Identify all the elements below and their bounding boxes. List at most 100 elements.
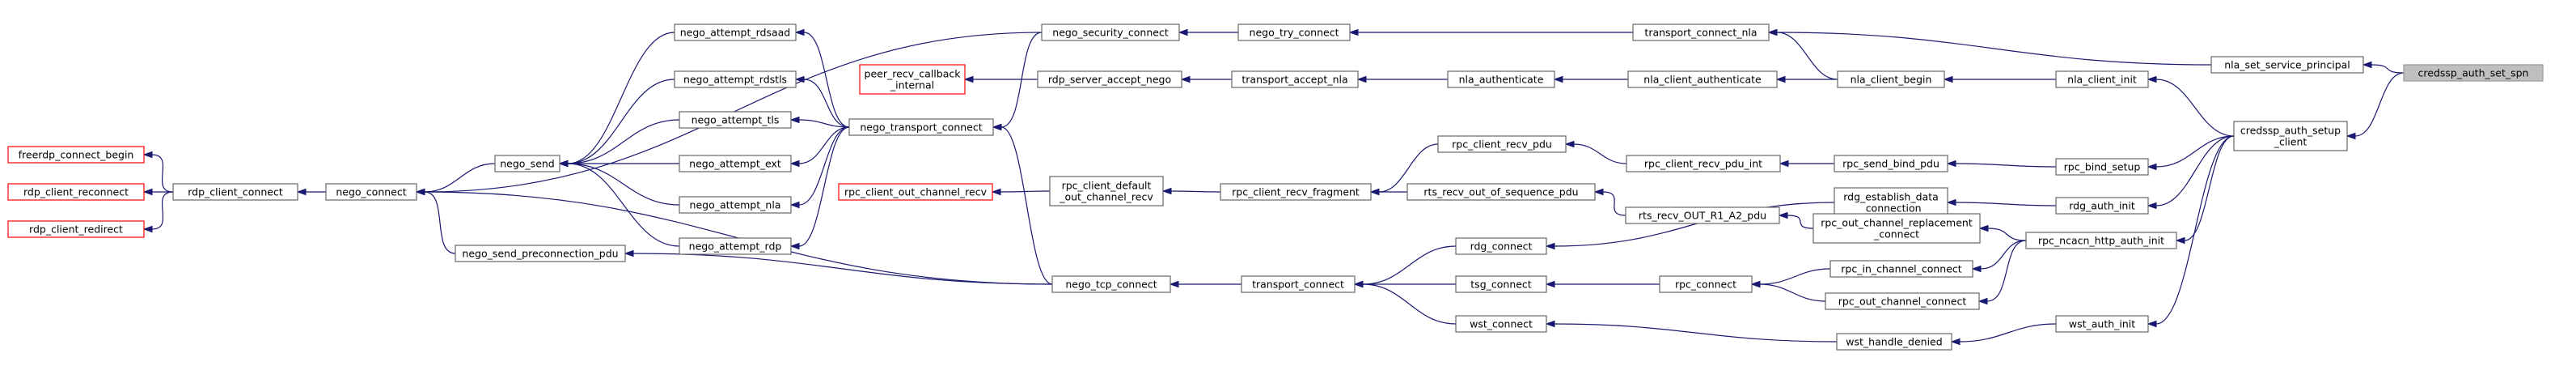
edge-rpc_send_bind_pdu-to-rpc_client_recv_pdu_int <box>1779 160 1834 168</box>
node-rpc-client-recv-pdu-int[interactable]: rpc_client_recv_pdu_int <box>1626 155 1781 172</box>
node-freerdp-connect-begin[interactable]: freerdp_connect_begin <box>7 146 145 164</box>
edge-line <box>1959 323 2057 343</box>
node-label: nla_client_begin <box>1851 74 1932 86</box>
edge-arrowhead <box>1545 242 1555 250</box>
node-rpc-in-channel-connect[interactable]: rpc_in_channel_connect <box>1829 260 1973 278</box>
node-rpc-out-channel-connect[interactable]: rpc_out_channel_connect <box>1825 292 1980 310</box>
node-label: rpc_out_channel_connect <box>1838 296 1967 308</box>
node-box <box>1829 260 1973 278</box>
node-tsg-connect[interactable]: tsg_connect <box>1455 275 1547 293</box>
node-box <box>859 64 966 95</box>
node-rpc-send-bind-pdu[interactable]: rpc_send_bind_pdu <box>1834 155 1948 172</box>
edge-rdp_server_accept_nego-to-peer_recv_callback_internal <box>963 75 1038 83</box>
node-box <box>1051 275 1171 293</box>
edge-line <box>798 126 850 164</box>
node-peer-recv-callback-internal[interactable]: peer_recv_callback_internal <box>859 64 966 95</box>
node-nego-connect[interactable]: nego_connect <box>325 183 417 201</box>
node-label: nego_security_connect <box>1052 27 1169 39</box>
edge-arrowhead <box>142 188 153 196</box>
node-nla-authenticate[interactable]: nla_authenticate <box>1447 70 1555 88</box>
edge-arrowhead <box>1545 320 1555 328</box>
node-box <box>679 196 792 214</box>
node-rpc-connect[interactable]: rpc_connect <box>1659 275 1753 293</box>
node-box <box>1825 292 1980 310</box>
edge-rts_recv_OUT_R1_A2_pdu-to-rts_recv_out_of_sequence_pdu <box>1593 188 1626 216</box>
node-label: rpc_bind_setup <box>2064 161 2141 173</box>
node-nego-transport-connect[interactable]: nego_transport_connect <box>848 118 994 136</box>
node-label: rpc_client_out_channel_recv <box>844 186 988 198</box>
node-label: wst_auth_init <box>2069 318 2135 330</box>
edge-arrowhead <box>296 188 307 196</box>
node-nego-attempt-rdstls[interactable]: nego_attempt_rdstls <box>674 70 797 88</box>
node-box <box>2025 232 2177 249</box>
node-rts-recv-out-of-sequence-pdu[interactable]: rts_recv_out_of_sequence_pdu <box>1406 183 1596 201</box>
edge-rpc_client_recv_fragment-to-rpc_client_default_out_channel_recv <box>1161 187 1221 195</box>
edge-line <box>2155 135 2235 325</box>
node-label: rpc_out_channel_replacement <box>1821 217 1973 229</box>
node-rpc-client-recv-fragment[interactable]: rpc_client_recv_fragment <box>1220 183 1372 201</box>
node-box <box>1220 183 1372 201</box>
edge-line <box>798 126 850 247</box>
node-rts-recv-OUT-R1-A2-pdu[interactable]: rts_recv_OUT_R1_A2_pdu <box>1625 206 1780 224</box>
node-nego-attempt-ext[interactable]: nego_attempt_ext <box>679 155 792 172</box>
node-transport-connect[interactable]: transport_connect <box>1241 275 1356 293</box>
edge-arrowhead <box>1369 188 1380 196</box>
node-credssp-auth-set-spn: credssp_auth_set_spn <box>2403 64 2544 82</box>
node-box <box>1037 70 1182 88</box>
node-nla-client-begin[interactable]: nla_client_begin <box>1837 70 1945 88</box>
node-rdg-establish-data-connection[interactable]: rdg_establish_data_connection <box>1834 187 1948 218</box>
node-nla-client-init[interactable]: nla_client_init <box>2055 70 2149 88</box>
node-nego-try-connect[interactable]: nego_try_connect <box>1237 23 1351 41</box>
node-rdp-client-redirect[interactable]: rdp_client_redirect <box>7 220 145 238</box>
node-credssp-auth-setup-client[interactable]: credssp_auth_setup_client <box>2233 121 2348 151</box>
node-transport-accept-nla[interactable]: transport_accept_nla <box>1231 70 1359 88</box>
node-nla-client-authenticate[interactable]: nla_client_authenticate <box>1627 70 1778 88</box>
node-label: nego_attempt_ext <box>689 158 781 170</box>
node-label: tsg_connect <box>1470 279 1532 291</box>
node-transport-connect-nla[interactable]: transport_connect_nla <box>1632 23 1770 41</box>
edge-arrowhead <box>415 188 425 196</box>
node-nego-security-connect[interactable]: nego_security_connect <box>1041 23 1180 41</box>
node-rdp-client-connect[interactable]: rdp_client_connect <box>172 183 298 201</box>
edge-transport_connect-to-nego_tcp_connect <box>1169 280 1242 288</box>
edge-rdg_establish_data_connection-to-rdg_connect <box>1545 202 1835 250</box>
node-rpc-client-recv-pdu[interactable]: rpc_client_recv_pdu <box>1437 135 1567 153</box>
node-nego-attempt-rdp[interactable]: nego_attempt_rdp <box>679 237 792 255</box>
node-nego-attempt-tls[interactable]: nego_attempt_tls <box>679 111 792 129</box>
node-nego-send[interactable]: nego_send <box>494 155 560 172</box>
edge-line <box>151 191 174 230</box>
edge-arrowhead <box>2147 163 2157 171</box>
node-rdp-client-reconnect[interactable]: rdp_client_reconnect <box>7 183 145 201</box>
node-rpc-out-channel-replacement-connect[interactable]: rpc_out_channel_replacement_connect <box>1813 213 1981 244</box>
edge-credssp_auth_set_spn-to-nla_set_service_principal <box>2362 61 2405 74</box>
node-rdg-auth-init[interactable]: rdg_auth_init <box>2055 197 2149 215</box>
node-box <box>1237 23 1351 41</box>
edge-arrowhead <box>1779 160 1789 168</box>
edge-nla_authenticate-to-transport_accept_nla <box>1356 75 1448 83</box>
node-box <box>2055 70 2149 88</box>
node-wst-auth-init[interactable]: wst_auth_init <box>2055 315 2149 333</box>
node-rpc-bind-setup[interactable]: rpc_bind_setup <box>2055 158 2149 176</box>
edge-rpc_out_channel_replacement_connect-to-rts_recv_OUT_R1_A2_pdu <box>1778 211 1814 229</box>
node-box <box>7 220 145 238</box>
node-rdp-server-accept-nego[interactable]: rdp_server_accept_nego <box>1037 70 1182 88</box>
node-nego-tcp-connect[interactable]: nego_tcp_connect <box>1051 275 1171 293</box>
node-nego-send-preconnection-pdu[interactable]: nego_send_preconnection_pdu <box>455 245 626 262</box>
node-wst-handle-denied[interactable]: wst_handle_denied <box>1836 333 1952 351</box>
edge-nla_client_init-to-nla_client_begin <box>1943 75 2056 83</box>
node-rpc-client-out-channel-recv[interactable]: rpc_client_out_channel_recv <box>838 183 993 201</box>
node-label: rpc_connect <box>1675 279 1736 291</box>
node-nego-attempt-rdsaad[interactable]: nego_attempt_rdsaad <box>674 23 797 41</box>
node-wst-connect[interactable]: wst_connect <box>1455 315 1547 333</box>
node-nego-attempt-nla[interactable]: nego_attempt_nla <box>679 196 792 214</box>
node-nla-set-service-principal[interactable]: nla_set_service_principal <box>2210 56 2364 74</box>
edge-nla_client_begin-to-transport_connect_nla <box>1767 28 1838 80</box>
node-rdg-connect[interactable]: rdg_connect <box>1455 237 1547 255</box>
node-label: rpc_in_channel_connect <box>1841 263 1961 275</box>
node-rpc-ncacn-http-auth-init[interactable]: rpc_ncacn_http_auth_init <box>2025 232 2177 249</box>
node-box <box>1041 23 1180 41</box>
edge-nego_transport_connect-to-nego_attempt_tls <box>789 116 850 128</box>
edge-line <box>424 163 496 193</box>
edge-line <box>567 79 675 164</box>
node-rpc-client-default-out-channel-recv[interactable]: rpc_client_default_out_channel_recv <box>1049 176 1164 206</box>
